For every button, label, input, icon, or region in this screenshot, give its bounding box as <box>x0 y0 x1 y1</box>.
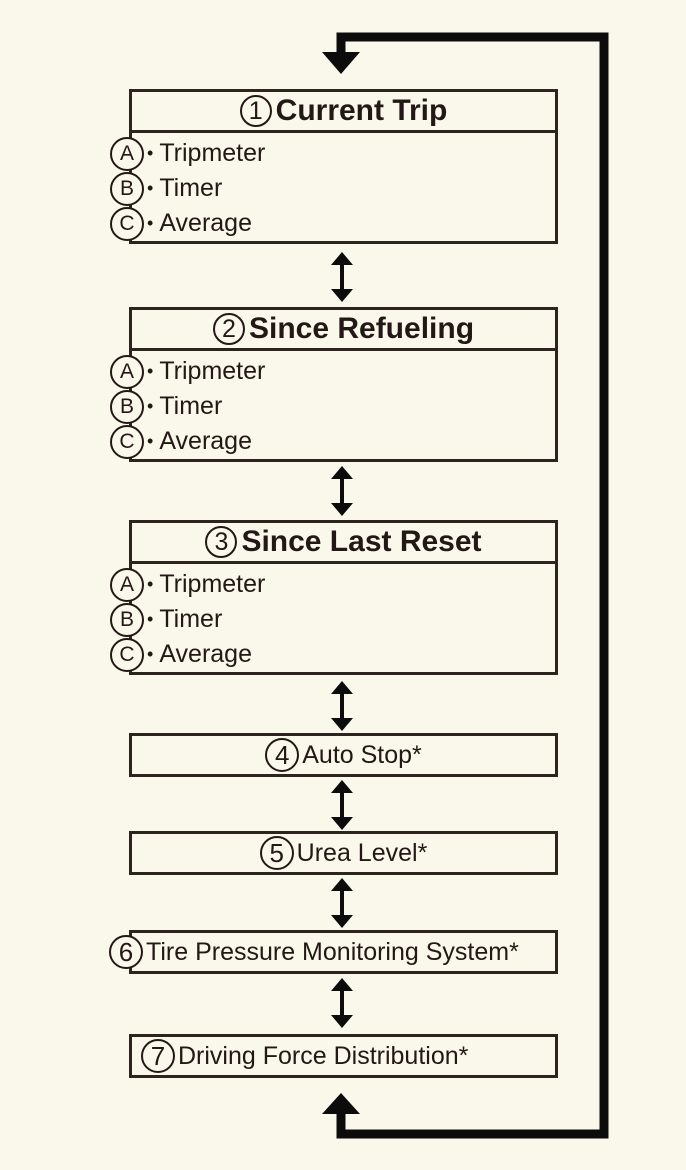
number-circle: 6 <box>109 935 143 969</box>
list-item: C•Average <box>110 637 555 672</box>
number-circle: 4 <box>265 738 300 772</box>
list-item: A•Tripmeter <box>110 354 555 389</box>
double-arrow-icon <box>331 466 353 516</box>
screen-tire-pressure: 6 Tire Pressure Monitoring System* <box>109 930 558 974</box>
letter-circle: A <box>110 354 144 389</box>
list-item: B•Timer <box>110 602 555 637</box>
number-circle: 5 <box>259 836 294 870</box>
panel-title: 2 Since Refueling <box>132 310 555 351</box>
item-label: Average <box>159 427 252 455</box>
loop-arrowhead-down <box>322 52 360 74</box>
panel-title: 1 Current Trip <box>132 92 555 133</box>
list-item: A•Tripmeter <box>110 567 555 602</box>
item-label: Tripmeter <box>159 357 266 385</box>
item-label: Average <box>159 640 252 668</box>
item-label: Average <box>159 209 252 237</box>
loop-arrowhead-up <box>322 1093 360 1114</box>
panel-since-refueling: 2 Since Refueling A•Tripmeter B•Timer C•… <box>110 307 558 462</box>
letter-circle: A <box>110 567 144 602</box>
panel-current-trip: 1 Current Trip A•Tripmeter B•Timer C•Ave… <box>110 89 558 244</box>
screen-label: Urea Level* <box>296 838 428 867</box>
screen-driving-force: 7 Driving Force Distribution* <box>129 1034 558 1078</box>
screen-urea-level: 5 Urea Level* <box>129 831 558 875</box>
panel-since-last-reset: 3 Since Last Reset A•Tripmeter B•Timer C… <box>110 520 558 675</box>
double-arrow-icon <box>331 978 353 1028</box>
screen-auto-stop: 4 Auto Stop* <box>129 733 558 777</box>
letter-circle: B <box>110 389 144 424</box>
letter-circle: A <box>110 136 144 171</box>
number-circle: 1 <box>239 95 272 127</box>
list-item: B•Timer <box>110 389 555 424</box>
list-item: C•Average <box>110 206 555 241</box>
letter-circle: C <box>110 637 144 672</box>
list-item: B•Timer <box>110 171 555 206</box>
panel-title-text: Current Trip <box>275 94 448 127</box>
screen-label: Auto Stop* <box>302 740 422 769</box>
screen-label: Tire Pressure Monitoring System* <box>146 937 519 966</box>
panel-title: 3 Since Last Reset <box>132 523 555 564</box>
number-circle: 7 <box>141 1039 175 1073</box>
double-arrow-icon <box>331 780 353 830</box>
item-label: Timer <box>159 174 223 202</box>
item-label: Tripmeter <box>159 570 266 598</box>
double-arrow-icon <box>331 252 353 302</box>
item-label: Timer <box>159 605 223 633</box>
number-circle: 3 <box>205 526 238 558</box>
list-item: A•Tripmeter <box>110 136 555 171</box>
screen-label: Driving Force Distribution* <box>178 1041 469 1070</box>
item-label: Timer <box>159 392 223 420</box>
double-arrow-icon <box>331 878 353 928</box>
letter-circle: B <box>110 171 144 206</box>
panel-title-text: Since Last Reset <box>241 525 482 558</box>
panel-title-text: Since Refueling <box>248 312 475 345</box>
item-label: Tripmeter <box>159 139 266 167</box>
letter-circle: C <box>110 206 144 241</box>
letter-circle: C <box>110 424 144 459</box>
double-arrow-icon <box>331 681 353 731</box>
letter-circle: B <box>110 602 144 637</box>
list-item: C•Average <box>110 424 555 459</box>
number-circle: 2 <box>212 313 245 345</box>
